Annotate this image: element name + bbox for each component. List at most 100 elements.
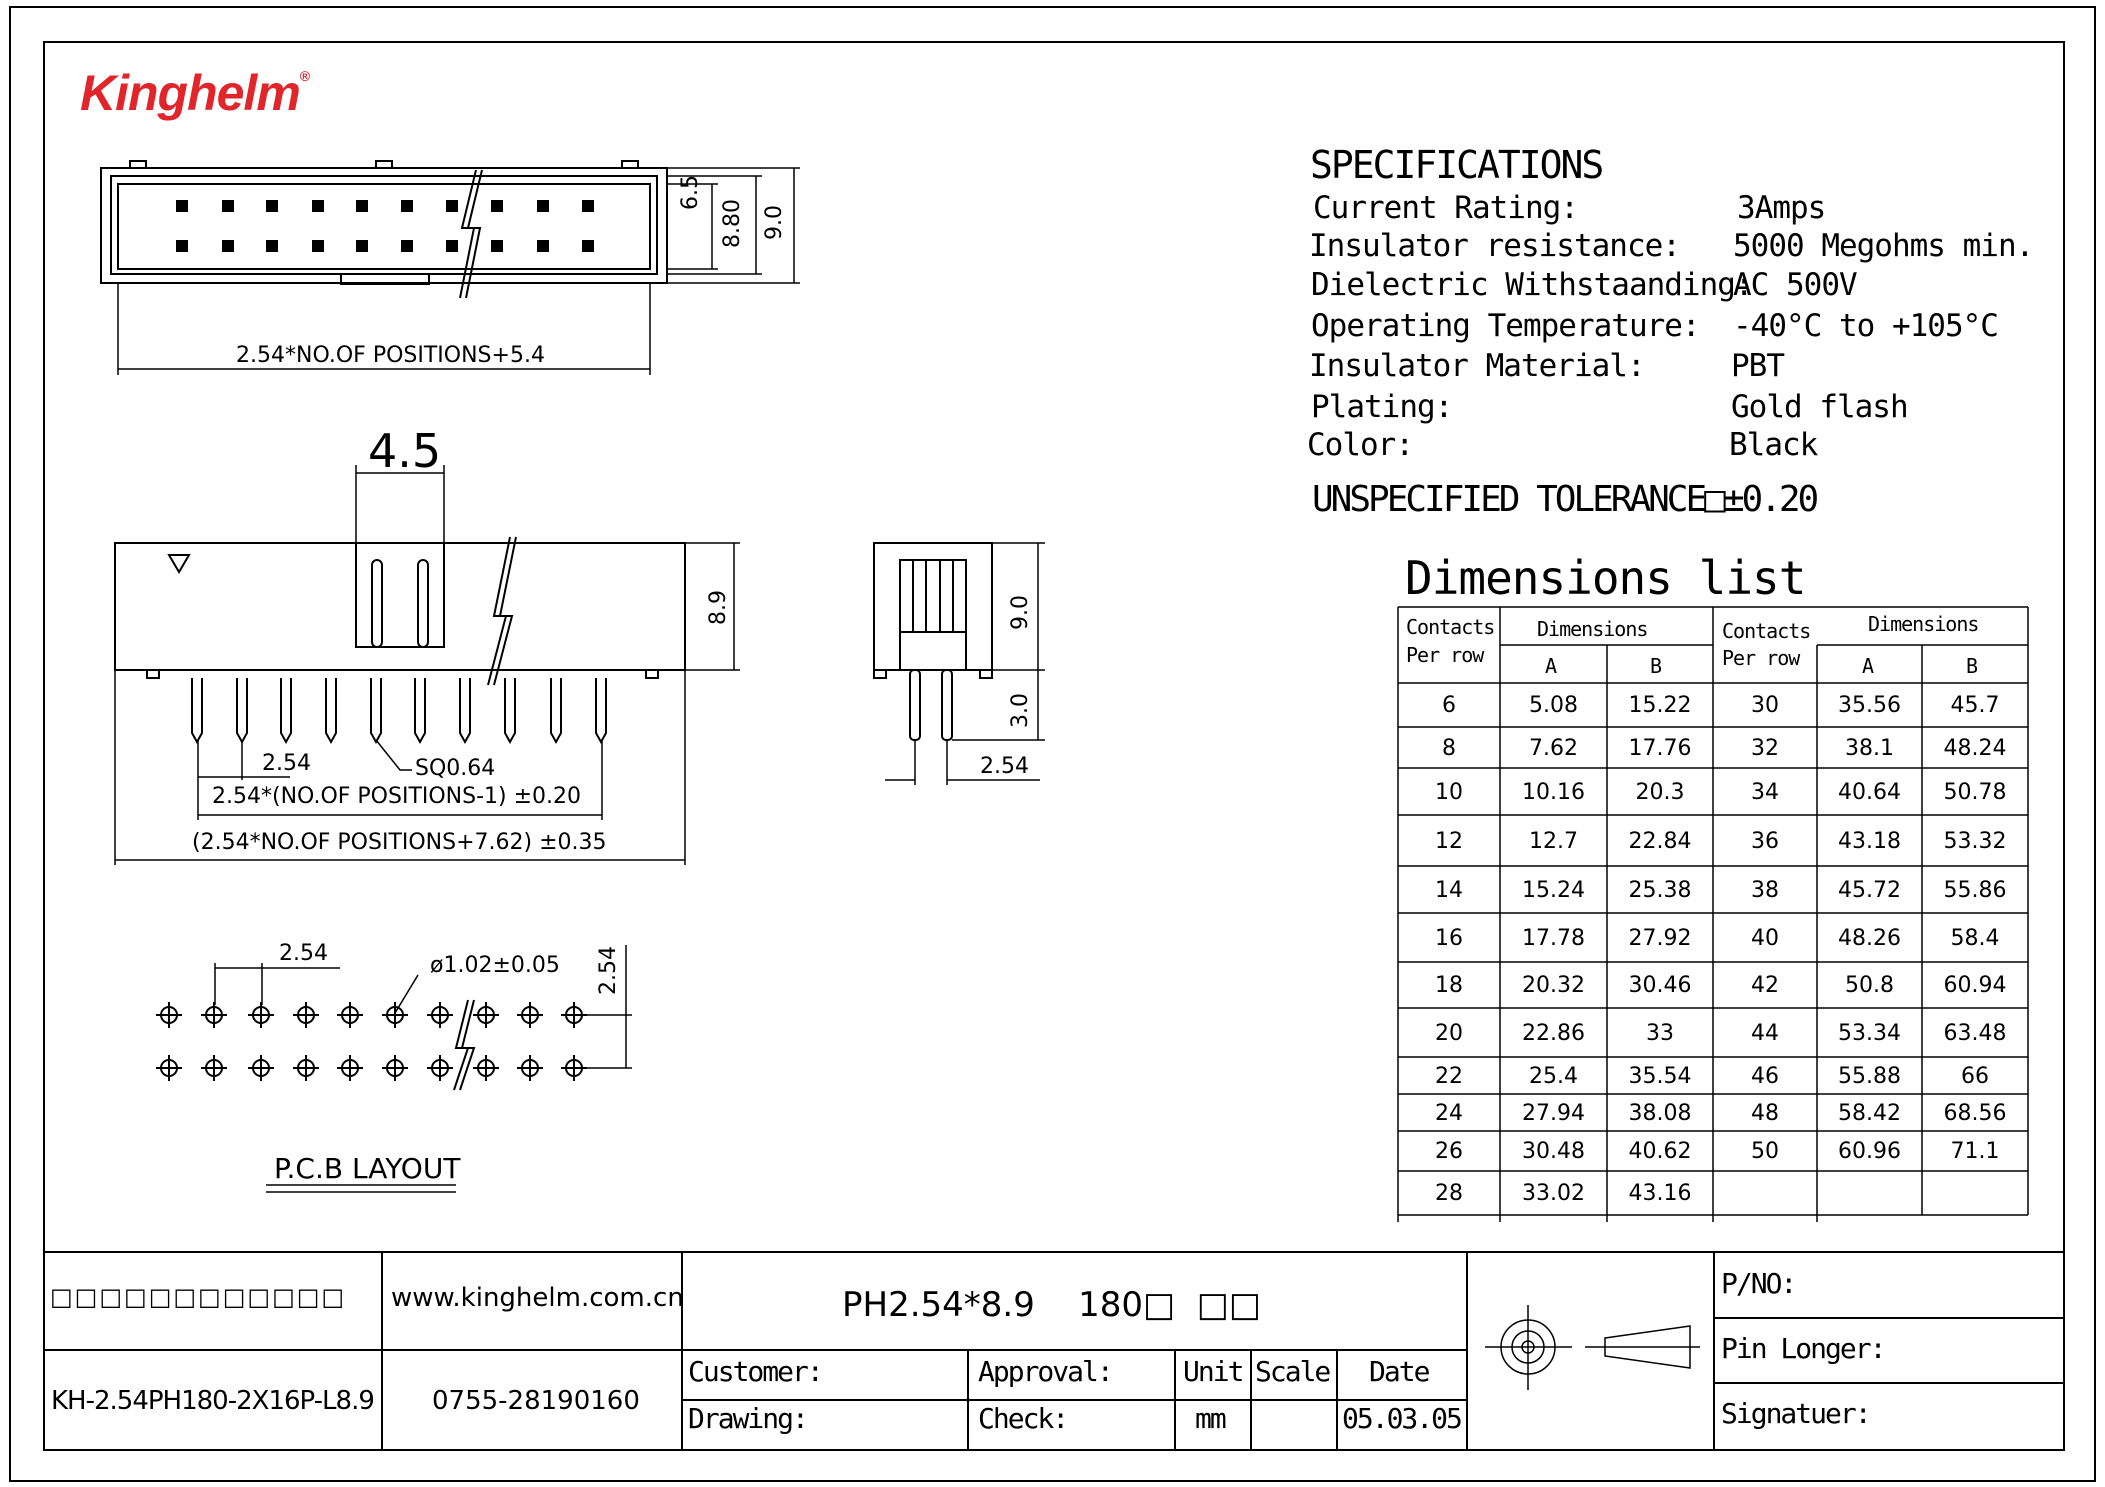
table-cell-right: 38.1	[1845, 735, 1894, 761]
front-view	[115, 465, 740, 865]
pcb-hole	[473, 1002, 499, 1028]
table-cell-left: 22	[1435, 1063, 1463, 1089]
pcb-hole	[156, 1002, 182, 1028]
pin-longer-label: Pin Longer:	[1721, 1332, 1886, 1365]
table-cell-left: 33.02	[1522, 1181, 1585, 1206]
pin-square	[176, 200, 188, 212]
table-cell-right: 30	[1751, 693, 1779, 718]
customer-label: Customer:	[688, 1355, 824, 1388]
kinghelm-logo: Kinghelm®	[80, 64, 310, 122]
pcb-hole	[293, 1055, 319, 1081]
table-cell-left: 43.16	[1628, 1181, 1692, 1206]
table-cell-left: 33	[1646, 1020, 1674, 1046]
table-cell-right: 48	[1751, 1100, 1779, 1126]
pin	[237, 678, 247, 742]
unit-value: mm	[1195, 1402, 1227, 1435]
header-dimensions-right: Dimensions	[1868, 612, 1979, 636]
side-view	[874, 543, 1045, 785]
pin-square	[537, 200, 549, 212]
table-cell-right: 46	[1751, 1063, 1779, 1089]
company-name: □□□□□□□□□□□□	[50, 1283, 347, 1311]
table-cell-left: 16	[1435, 925, 1463, 951]
pin-square	[582, 240, 594, 252]
dim-front-length-1: 2.54*(NO.OF POSITIONS-1) ±0.20	[212, 784, 582, 809]
pcb-hole	[337, 1055, 363, 1081]
pin	[551, 678, 561, 742]
pin	[505, 678, 515, 742]
header-contacts-left-1: Contacts	[1406, 615, 1495, 639]
spec-label: Current Rating:	[1313, 190, 1579, 226]
table-cell-right: 58.4	[1950, 925, 2000, 951]
pin	[192, 678, 202, 742]
pin	[596, 678, 606, 742]
table-cell-left: 14	[1435, 877, 1463, 903]
spec-value: 5000 Megohms min.	[1733, 228, 2034, 264]
header-b-left: B	[1650, 654, 1662, 678]
spec-label: Color:	[1307, 427, 1414, 463]
table-cell-right: 53.34	[1838, 1020, 1901, 1046]
table-cell-left: 22.84	[1628, 828, 1692, 854]
pin	[326, 678, 336, 742]
header-contacts-left-2: Per row	[1406, 643, 1484, 667]
pcb-hole	[382, 1002, 408, 1028]
scale-label: Scale	[1255, 1355, 1331, 1388]
pcb-layout	[156, 945, 632, 1192]
dim-pin-square: SQ0.64	[415, 756, 496, 781]
title-block-grid	[44, 1252, 2064, 1450]
pcb-hole	[293, 1002, 319, 1028]
pin-square	[176, 240, 188, 252]
table-cell-right: 48.26	[1838, 925, 1901, 951]
product-title: PH2.54*8.9 180□ □□	[842, 1285, 1261, 1325]
pcb-hole	[427, 1055, 453, 1081]
spec-value: 3Amps	[1737, 190, 1826, 226]
table-cell-left: 35.54	[1628, 1063, 1692, 1089]
table-cell-right: 38	[1751, 877, 1779, 903]
logo-mark: ®	[299, 68, 310, 84]
table-cell-right: 40.64	[1838, 779, 1901, 805]
table-cell-left: 7.62	[1529, 735, 1578, 761]
pin-square	[356, 240, 368, 252]
pcb-hole	[517, 1002, 543, 1028]
pin-square	[446, 240, 458, 252]
table-cell-right: 50	[1751, 1139, 1779, 1164]
pno-label: P/NO:	[1721, 1267, 1797, 1300]
pin-square	[537, 240, 549, 252]
table-cell-left: 10.16	[1522, 779, 1585, 805]
table-cell-left: 15.24	[1522, 877, 1585, 903]
header-a-left: A	[1545, 654, 1557, 678]
pin-square	[401, 240, 413, 252]
approval-label: Approval:	[978, 1355, 1114, 1388]
pcb-hole	[337, 1002, 363, 1028]
dim-front-pitch: 2.54	[262, 751, 311, 776]
table-cell-left: 27.94	[1522, 1100, 1585, 1126]
table-cell-left: 17.76	[1628, 735, 1692, 761]
dim-side-height: 9.0	[1008, 595, 1033, 630]
table-cell-right: 40	[1751, 925, 1779, 951]
table-cell-right: 50.78	[1943, 779, 2007, 805]
table-cell-right: 32	[1751, 735, 1779, 761]
company-website[interactable]: www.kinghelm.com.cn	[391, 1283, 684, 1313]
pin-square	[491, 200, 503, 212]
table-cell-left: 22.86	[1522, 1020, 1585, 1046]
spec-label: Insulator Material:	[1309, 348, 1646, 384]
unit-label: Unit	[1183, 1355, 1244, 1388]
header-contacts-right-1: Contacts	[1722, 619, 1811, 643]
table-cell-right: 60.96	[1838, 1139, 1901, 1164]
table-cell-left: 8	[1442, 735, 1456, 761]
pcb-hole	[248, 1002, 274, 1028]
signature-label: Signatuer:	[1721, 1397, 1872, 1430]
spec-label: Plating:	[1311, 389, 1453, 425]
table-cell-left: 18	[1435, 973, 1463, 998]
check-label: Check:	[978, 1402, 1069, 1435]
pin-square	[266, 240, 278, 252]
table-cell-left: 5.08	[1529, 693, 1578, 718]
dim-side-pin-length: 3.0	[1008, 693, 1033, 728]
table-cell-right: 36	[1751, 828, 1779, 854]
table-cell-right: 45.72	[1838, 877, 1901, 903]
table-cell-right: 68.56	[1943, 1100, 2007, 1126]
dimensions-table-grid	[1398, 607, 2028, 1222]
inner-border	[44, 42, 2064, 1450]
table-cell-right: 44	[1751, 1020, 1779, 1046]
spec-label: Insulator resistance:	[1309, 228, 1681, 264]
